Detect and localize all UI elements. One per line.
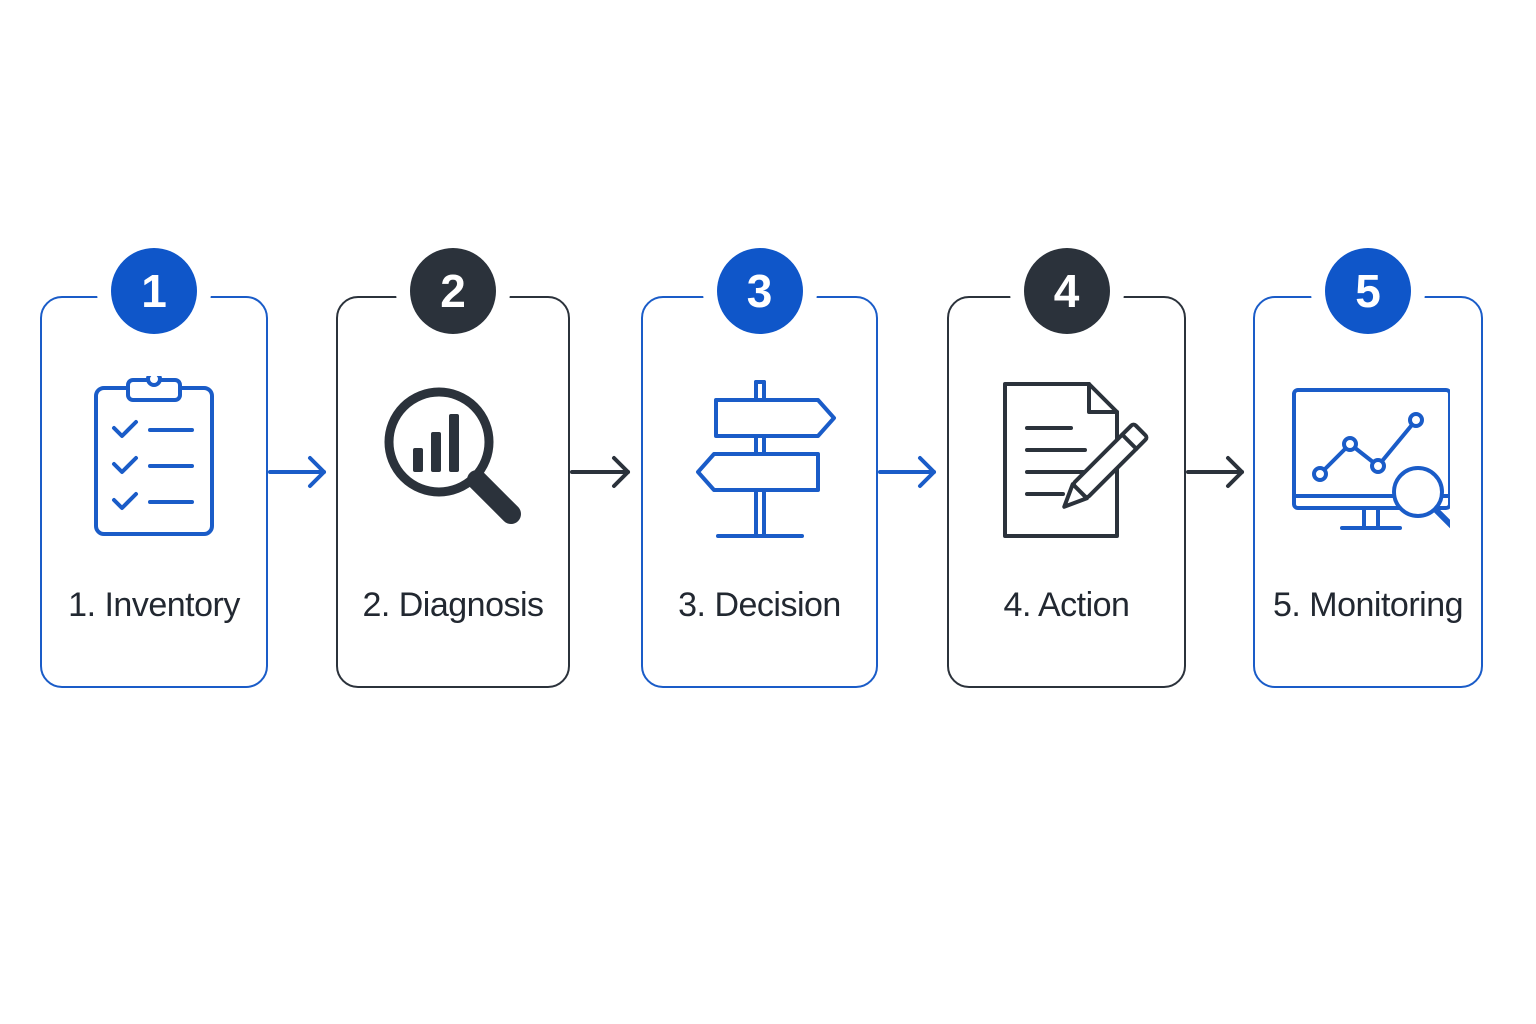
step-number-badge: 1 <box>111 248 197 334</box>
step-label: 3. Decision <box>678 586 841 624</box>
step-action: 4 4. Action <box>947 248 1186 688</box>
step-inventory: 1 1. Inventory <box>40 248 268 688</box>
step-monitoring: 5 5. Monitoring <box>1253 248 1483 688</box>
step-diagnosis: 2 2. Diagnosis <box>336 248 570 688</box>
step-label: 4. Action <box>1003 586 1130 624</box>
step-label: 2. Diagnosis <box>362 586 544 624</box>
step-label: 5. Monitoring <box>1272 586 1464 624</box>
document-pencil-icon <box>1002 382 1148 538</box>
clipboard-checklist-icon <box>94 376 214 536</box>
step-number-badge: 3 <box>716 248 803 334</box>
magnifier-bar-chart-icon <box>384 387 521 524</box>
step-decision: 3 3. Decision <box>641 248 878 688</box>
step-number-badge: 2 <box>410 248 496 334</box>
monitor-analytics-icon <box>1292 388 1450 530</box>
arrow-right-icon <box>1186 456 1244 488</box>
signpost-icon <box>695 380 836 538</box>
step-number-badge: 4 <box>1023 248 1110 334</box>
arrow-right-icon <box>268 456 326 488</box>
arrow-right-icon <box>570 456 630 488</box>
arrow-right-icon <box>878 456 936 488</box>
step-number-badge: 5 <box>1325 248 1411 334</box>
step-label: 1. Inventory <box>68 586 240 624</box>
